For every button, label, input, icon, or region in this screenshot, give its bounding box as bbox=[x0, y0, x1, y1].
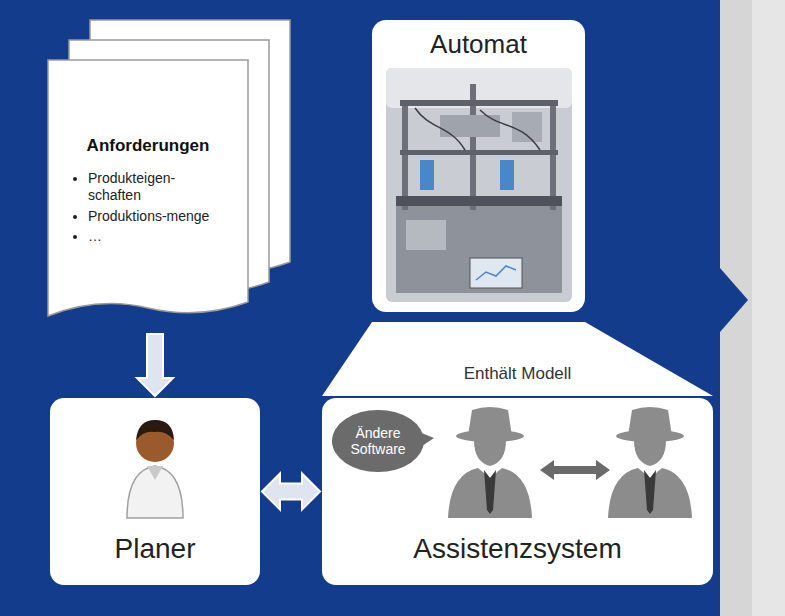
agent-icon bbox=[608, 407, 692, 518]
photo-ground bbox=[386, 68, 572, 302]
box-title: Planer bbox=[50, 533, 260, 565]
trapezoid-label: Enthält Modell bbox=[382, 364, 653, 384]
machine-screen bbox=[470, 258, 522, 288]
agent-body bbox=[448, 468, 532, 518]
machine-base bbox=[396, 205, 562, 293]
model-trapezoid: Enthält Modell bbox=[322, 322, 713, 396]
block-arrow bbox=[262, 474, 320, 510]
bullet-item: Produkteigen-schaften bbox=[88, 170, 210, 204]
hat-crown bbox=[468, 407, 512, 436]
agent-face bbox=[474, 440, 506, 466]
machine-part bbox=[406, 220, 446, 250]
photo-wall bbox=[386, 68, 572, 108]
hat-crown bbox=[628, 407, 672, 436]
document-page bbox=[48, 60, 248, 316]
machine-table bbox=[396, 196, 562, 206]
machine-beam bbox=[400, 100, 558, 106]
document-heading: Anforderungen bbox=[58, 136, 238, 156]
person-collar bbox=[147, 466, 163, 480]
document-stack: AnforderungenProdukteigen-schaftenProduk… bbox=[48, 20, 292, 332]
trapezoid-shape bbox=[322, 322, 713, 396]
trap-outline bbox=[322, 322, 713, 396]
agent-double-arrow bbox=[540, 460, 610, 480]
agent-icon bbox=[448, 407, 532, 518]
agent-body bbox=[608, 468, 692, 518]
speech-bubble: Ändere Software bbox=[330, 408, 434, 474]
screen-curve bbox=[476, 266, 516, 280]
bubble-text: Ändere Software bbox=[340, 425, 416, 457]
agent-tie bbox=[644, 470, 656, 514]
machine-cables bbox=[415, 108, 540, 150]
person-hair bbox=[136, 420, 174, 440]
blue-chevron-ground bbox=[0, 0, 748, 616]
machine-part bbox=[420, 160, 434, 190]
machine-part bbox=[512, 112, 542, 142]
box-title: Assistenzsystem bbox=[322, 533, 713, 565]
machine-beam bbox=[400, 150, 558, 155]
agent-tie bbox=[484, 470, 496, 514]
side-panel bbox=[752, 0, 785, 616]
agent-face bbox=[634, 440, 666, 466]
block-arrow bbox=[137, 334, 173, 396]
bullet-item: Produktions-menge bbox=[88, 208, 210, 225]
bubble-shape bbox=[332, 410, 424, 472]
machine-part bbox=[500, 160, 514, 190]
person-body bbox=[127, 466, 183, 518]
person-icon bbox=[127, 420, 183, 518]
machine-photo bbox=[386, 68, 572, 302]
box-title: Automat bbox=[372, 30, 585, 60]
bullet-list: Produkteigen-schaftenProduktions-menge … bbox=[70, 170, 210, 249]
bullet-item: … bbox=[88, 228, 210, 245]
